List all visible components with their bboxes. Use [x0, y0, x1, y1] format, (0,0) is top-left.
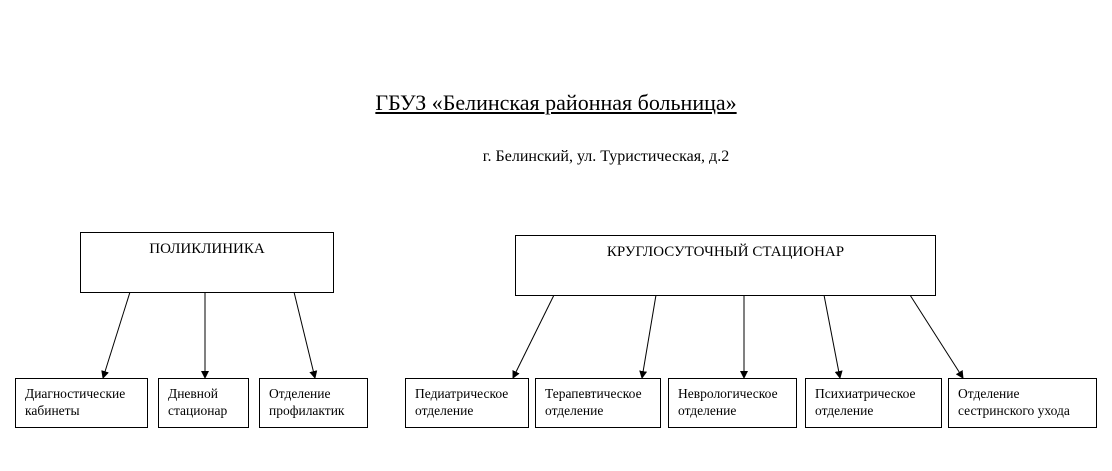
dept-label: Диагностические: [25, 386, 126, 401]
dept-label: профилактик: [269, 403, 345, 418]
dept-label: отделение: [545, 403, 604, 418]
dept-prevention: Отделение профилактик: [259, 378, 368, 428]
dept-pediatric: Педиатрическое отделение: [405, 378, 529, 428]
dept-label: сестринского ухода: [958, 403, 1070, 418]
dept-label: Педиатрическое: [415, 386, 509, 401]
unit-polyclinic: ПОЛИКЛИНИКА: [80, 232, 334, 293]
arrow: [823, 294, 843, 379]
dept-label: отделение: [415, 403, 474, 418]
org-title: ГБУЗ «Белинская районная больница»: [0, 90, 1112, 116]
dept-nursing-care: Отделение сестринского ухода: [948, 378, 1097, 428]
arrow: [293, 291, 318, 379]
dept-neurology: Неврологическое отделение: [668, 378, 797, 428]
dept-label: отделение: [815, 403, 874, 418]
arrow: [101, 291, 131, 379]
dept-label: Психиатрическое: [815, 386, 916, 401]
dept-diagnostic-rooms: Диагностические кабинеты: [15, 378, 148, 428]
dept-therapeutic: Терапевтическое отделение: [535, 378, 661, 428]
unit-inpatient: КРУГЛОСУТОЧНЫЙ СТАЦИОНАР: [515, 235, 936, 296]
dept-label: Неврологическое: [678, 386, 778, 401]
arrow: [909, 294, 964, 379]
dept-label: стационар: [168, 403, 228, 418]
org-address: г. Белинский, ул. Туристическая, д.2: [482, 148, 730, 165]
dept-label: Терапевтическое: [545, 386, 642, 401]
arrow: [512, 294, 555, 379]
dept-day-hospital: Дневной стационар: [158, 378, 249, 428]
org-title-text: ГБУЗ «Белинская районная больница»: [375, 90, 737, 115]
dept-label: кабинеты: [25, 403, 80, 418]
dept-label: отделение: [678, 403, 737, 418]
dept-label: Отделение: [269, 386, 331, 401]
arrow: [639, 294, 657, 379]
dept-label: Дневной: [168, 386, 218, 401]
dept-psychiatric: Психиатрическое отделение: [805, 378, 942, 428]
dept-label: Отделение: [958, 386, 1020, 401]
